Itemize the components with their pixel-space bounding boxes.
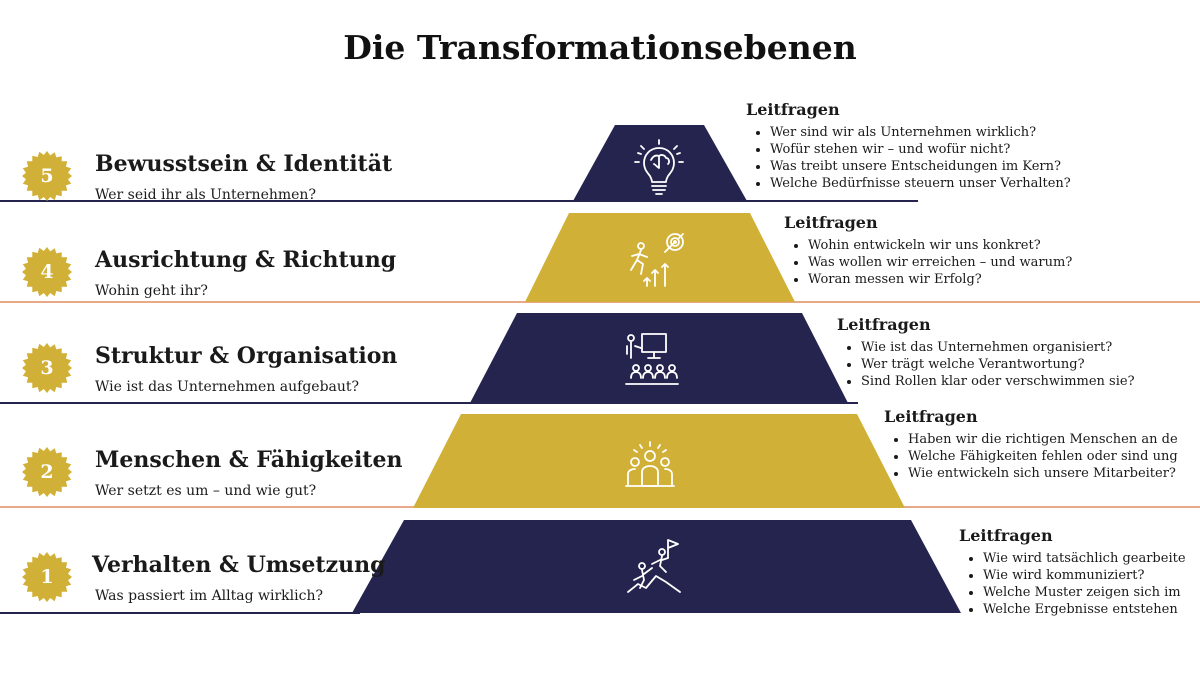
question-item: Woran messen wir Erfolg? [808, 271, 1072, 288]
pyramid-tier-1 [352, 520, 961, 613]
question-item: Welche Fähigkeiten fehlen oder sind ung [908, 448, 1200, 465]
level-subtitle: Wie ist das Unternehmen aufgebaut? [95, 379, 360, 395]
level-badge: 1 [22, 552, 72, 602]
question-item: Wohin entwickeln wir uns konkret? [808, 237, 1072, 254]
question-item: Wie wird tatsächlich gearbeite [983, 550, 1200, 567]
badge-seal-icon [22, 343, 72, 393]
level-badge: 3 [22, 343, 72, 393]
questions-list: Haben wir die richtigen Menschen an de W… [884, 431, 1200, 482]
questions-list: Wer sind wir als Unternehmen wirklich? W… [746, 124, 1071, 192]
question-item: Was treibt unsere Entscheidungen im Kern… [770, 158, 1071, 175]
level-1: 1 Verhalten & Umsetzung Was passiert im … [0, 542, 600, 622]
questions-heading: Leitfragen [959, 526, 1053, 545]
level-number: 5 [40, 165, 54, 187]
level-subtitle: Wohin geht ihr? [95, 283, 208, 299]
lightbulb-brain-icon [629, 136, 689, 196]
questions-level-3: Leitfragen Wie ist das Unternehmen organ… [837, 315, 1135, 390]
pyramid-tier-5 [573, 125, 747, 201]
questions-heading: Leitfragen [746, 100, 840, 119]
questions-level-5: Leitfragen Wer sind wir als Unternehmen … [746, 100, 1071, 192]
questions-level-1: Leitfragen Wie wird tatsächlich gearbeit… [959, 526, 1200, 618]
badge-seal-icon [22, 552, 72, 602]
level-3: 3 Struktur & Organisation Wie ist das Un… [0, 333, 600, 413]
question-item: Haben wir die richtigen Menschen an de [908, 431, 1200, 448]
pyramid-tier-2 [413, 414, 905, 508]
level-number: 1 [40, 566, 54, 588]
questions-level-4: Leitfragen Wohin entwickeln wir uns konk… [784, 213, 1072, 288]
level-badge: 5 [22, 151, 72, 201]
presentation-audience-icon [622, 330, 682, 390]
questions-heading: Leitfragen [784, 213, 878, 232]
level-title: Bewusstsein & Identität [95, 151, 393, 177]
badge-seal-icon [22, 247, 72, 297]
level-5: 5 Bewusstsein & Identität Wer seid ihr a… [0, 141, 600, 221]
questions-list: Wie wird tatsächlich gearbeite Wie wird … [959, 550, 1200, 618]
question-item: Wer sind wir als Unternehmen wirklich? [770, 124, 1071, 141]
level-2: 2 Menschen & Fähigkeiten Wer setzt es um… [0, 437, 600, 517]
questions-level-2: Leitfragen Haben wir die richtigen Mensc… [884, 407, 1200, 482]
level-subtitle: Wer seid ihr als Unternehmen? [95, 187, 316, 203]
level-badge: 2 [22, 447, 72, 497]
level-number: 2 [40, 461, 54, 483]
level-subtitle: Was passiert im Alltag wirklich? [95, 588, 323, 604]
level-title: Struktur & Organisation [95, 343, 398, 369]
question-item: Sind Rollen klar oder verschwimmen sie? [861, 373, 1135, 390]
question-item: Wie wird kommuniziert? [983, 567, 1200, 584]
level-title: Ausrichtung & Richtung [95, 247, 397, 273]
questions-heading: Leitfragen [884, 407, 978, 426]
level-divider [0, 402, 858, 404]
runner-target-icon [625, 230, 685, 290]
questions-list: Wie ist das Unternehmen organisiert? Wer… [837, 339, 1135, 390]
question-item: Welche Muster zeigen sich im [983, 584, 1200, 601]
question-item: Welche Bedürfnisse steuern unser Verhalt… [770, 175, 1071, 192]
climbing-flag-icon [624, 536, 684, 596]
level-divider [0, 200, 918, 202]
badge-seal-icon [22, 151, 72, 201]
level-number: 4 [40, 261, 54, 283]
questions-list: Wohin entwickeln wir uns konkret? Was wo… [784, 237, 1072, 288]
question-item: Wer trägt welche Verantwortung? [861, 356, 1135, 373]
question-item: Was wollen wir erreichen – und warum? [808, 254, 1072, 271]
question-item: Wie ist das Unternehmen organisiert? [861, 339, 1135, 356]
level-subtitle: Wer setzt es um – und wie gut? [95, 483, 317, 499]
question-item: Welche Ergebnisse entstehen [983, 601, 1200, 618]
level-title: Menschen & Fähigkeiten [95, 447, 403, 473]
questions-heading: Leitfragen [837, 315, 931, 334]
page-title: Die Transformationsebenen [343, 28, 857, 67]
level-4: 4 Ausrichtung & Richtung Wohin geht ihr? [0, 237, 600, 317]
level-badge: 4 [22, 247, 72, 297]
level-divider [0, 612, 360, 614]
team-people-icon [620, 436, 680, 496]
pyramid-tier-4 [525, 213, 795, 302]
level-number: 3 [40, 357, 54, 379]
level-title: Verhalten & Umsetzung [92, 552, 386, 578]
badge-seal-icon [22, 447, 72, 497]
question-item: Wofür stehen wir – und wofür nicht? [770, 141, 1071, 158]
question-item: Wie entwickeln sich unsere Mitarbeiter? [908, 465, 1200, 482]
